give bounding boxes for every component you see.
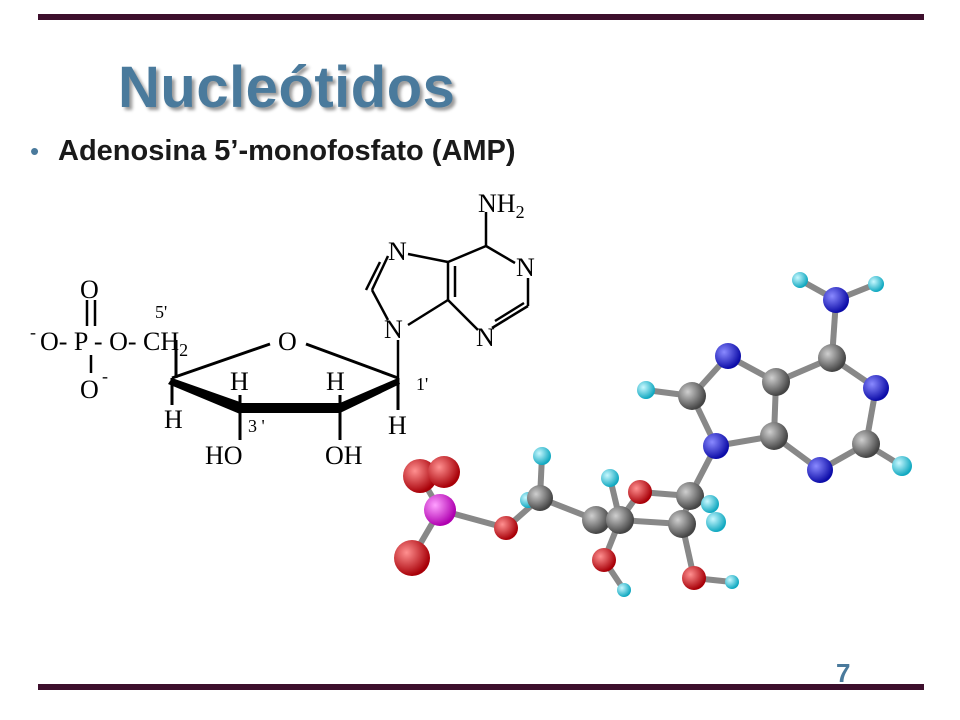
adenine-bonds <box>364 212 530 378</box>
label-charge-bottom: - <box>102 366 108 386</box>
atom-c <box>852 430 880 458</box>
label-h-c2: H <box>326 367 345 396</box>
atom-h <box>868 276 884 292</box>
atom-c <box>762 368 790 396</box>
page-number: 7 <box>836 658 851 688</box>
atom-h <box>617 583 631 597</box>
label-n3: N <box>476 323 495 352</box>
atom-c <box>760 422 788 450</box>
wedge-bond-bottom <box>240 403 340 413</box>
label-nh2: NH2 <box>478 189 525 222</box>
label-3prime: 3 ' <box>248 416 265 436</box>
label-h-c1: H <box>388 411 407 440</box>
label-5prime: 5' <box>155 302 167 322</box>
atom-h <box>533 447 551 465</box>
bullet-dot-icon: • <box>30 136 40 166</box>
bullet-text: Adenosina 5’-monofosfato (AMP) <box>58 135 516 167</box>
label-n1: N <box>516 253 535 282</box>
atom-h <box>706 512 726 532</box>
atom-c <box>818 344 846 372</box>
atom-o <box>428 456 460 488</box>
atom-c <box>678 382 706 410</box>
label-1prime: 1' <box>416 374 428 394</box>
atom-p <box>424 494 456 526</box>
atom-c <box>582 506 610 534</box>
label-charge-left: - <box>30 322 36 342</box>
label-ring-o: O <box>278 327 297 356</box>
atom-h <box>601 469 619 487</box>
bottom-rule <box>38 684 924 690</box>
atom-o <box>628 480 652 504</box>
atom-o <box>592 548 616 572</box>
wedge-bond-left <box>168 378 240 414</box>
label-ho: HO <box>205 441 243 470</box>
top-rule <box>38 14 924 20</box>
atom-h <box>701 495 719 513</box>
label-o-bottom: O <box>80 375 99 404</box>
ball-and-stick-model <box>394 272 912 597</box>
label-o-top: O <box>80 275 99 304</box>
label-phosphate-chain: O- P - O- CH2 <box>40 327 188 360</box>
phosphate-bonds <box>85 300 97 373</box>
atom-o <box>394 540 430 576</box>
label-oh: OH <box>325 441 363 470</box>
atom-n <box>715 343 741 369</box>
atom-n <box>703 433 729 459</box>
atom-c <box>527 485 553 511</box>
atom-n <box>823 287 849 313</box>
atom-o <box>682 566 706 590</box>
atom-h <box>637 381 655 399</box>
label-n9: N <box>384 315 403 344</box>
atom-h <box>725 575 739 589</box>
atom-o <box>403 459 437 493</box>
atom-c <box>606 506 634 534</box>
slide-title: Nucleótidos <box>118 55 456 120</box>
label-h-c3: H <box>230 367 249 396</box>
label-h-c4: H <box>164 405 183 434</box>
wedge-bond-right <box>340 378 400 413</box>
bullet-item: • Adenosina 5’-monofosfato (AMP) <box>30 135 516 168</box>
atom-c <box>668 510 696 538</box>
atom-h <box>892 456 912 476</box>
atom-h <box>792 272 808 288</box>
atom-o <box>494 516 518 540</box>
atom-c <box>676 482 704 510</box>
atom-n <box>807 457 833 483</box>
label-n7: N <box>388 237 407 266</box>
atom-n <box>863 375 889 401</box>
